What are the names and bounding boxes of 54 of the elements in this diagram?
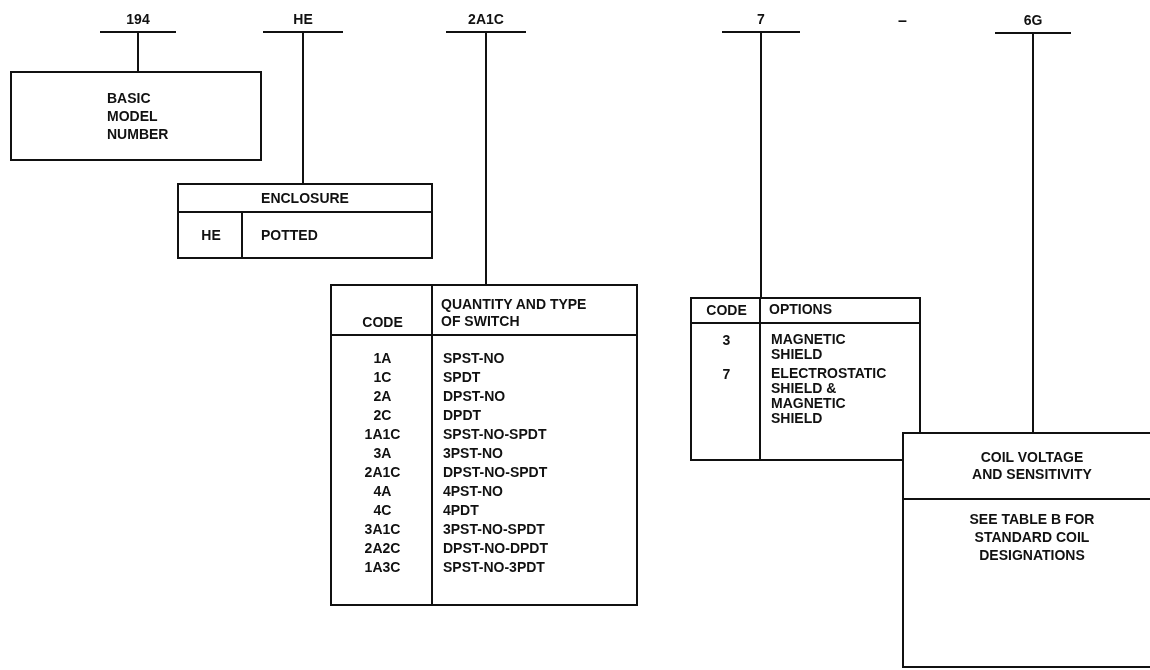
description-cell-text: SPST-NO-3PDT	[442, 558, 546, 575]
model-number-box	[10, 71, 262, 161]
description-cell-text: MAGNETIC SHIELD	[770, 332, 847, 362]
description-cell-text: 4PDT	[442, 501, 480, 518]
description-cell-text: ELECTROSTATIC SHIELD & MAGNETIC SHIELD	[770, 366, 888, 426]
leader-line	[760, 32, 762, 298]
leader-line	[302, 32, 304, 184]
description-cell-text: 3PST-NO-SPDT	[442, 520, 546, 537]
part-code: 7	[722, 10, 800, 33]
header-cell-text: COIL VOLTAGE AND SENSITIVITY	[971, 449, 1093, 483]
code-cell: 3A	[373, 444, 392, 461]
leader-line	[485, 32, 487, 285]
coil-voltage-table	[902, 432, 1150, 668]
description-cell-text: DPST-NO-SPDT	[442, 463, 549, 480]
part-code: 194	[100, 10, 176, 33]
header-cell-text: OPTIONS	[768, 301, 833, 318]
description-cell-text: SPDT	[442, 368, 482, 385]
description-cell-text: DPDT	[442, 406, 483, 423]
code-cell: 1C	[373, 368, 392, 385]
code-cell: 3A1C	[364, 520, 401, 537]
code-cell: 4A	[373, 482, 392, 499]
separator-dash: –	[898, 12, 907, 30]
leader-line	[137, 32, 139, 72]
code-cell: 2A1C	[364, 463, 401, 480]
code-cell: 1A1C	[364, 425, 401, 442]
code-cell: 2C	[373, 406, 392, 423]
part-code: 6G	[995, 11, 1071, 34]
description-cell-text: DPST-NO-DPDT	[442, 539, 549, 556]
code-cell: 2A2C	[364, 539, 401, 556]
box-label: BASIC MODEL NUMBER	[107, 89, 170, 143]
header-cell-text: QUANTITY AND TYPE OF SWITCH	[440, 296, 588, 330]
part-code: 2A1C	[446, 10, 526, 33]
code-cell: 1A3C	[364, 558, 401, 575]
description-cell-text: POTTED	[260, 227, 319, 243]
code-cell: 7	[722, 366, 731, 382]
code-cell: 2A	[373, 387, 392, 404]
code-cell: 1A	[373, 349, 392, 366]
switch-type-table	[330, 284, 638, 606]
code-cell: HE	[201, 227, 221, 243]
enclosure-table	[177, 183, 433, 259]
description-cell-text: 3PST-NO	[442, 444, 504, 461]
header-cell: ENCLOSURE	[261, 190, 349, 206]
description-cell-text: 4PST-NO	[442, 482, 504, 499]
code-cell: 4C	[373, 501, 392, 518]
note-text: SEE TABLE B FOR STANDARD COIL DESIGNATIONS	[968, 510, 1096, 564]
code-cell: 3	[722, 332, 731, 348]
header-cell: CODE	[362, 314, 403, 330]
header-cell: CODE	[706, 302, 747, 318]
description-cell-text: SPST-NO	[442, 349, 506, 366]
description-cell-text: SPST-NO-SPDT	[442, 425, 548, 442]
options-table	[690, 297, 921, 461]
description-cell-text: DPST-NO	[442, 387, 507, 404]
leader-line	[1032, 33, 1034, 433]
part-code: HE	[263, 10, 343, 33]
